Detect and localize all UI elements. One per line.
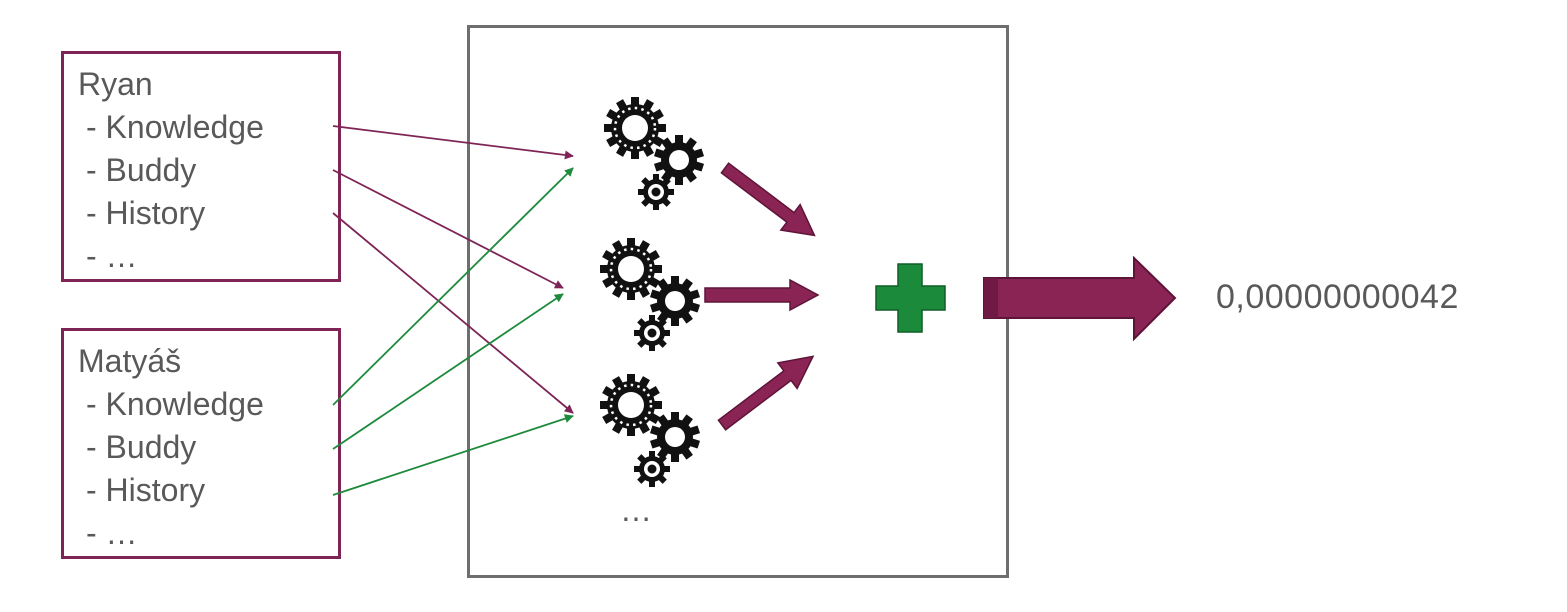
- feature-buddy: - Buddy: [86, 429, 197, 465]
- person-box-ryan: Ryan - Knowledge - Buddy - History - …: [61, 51, 341, 282]
- feature-more: - …: [86, 238, 138, 274]
- link-ryan-buddy: [332, 169, 564, 289]
- feature-knowledge: - Knowledge: [86, 386, 264, 422]
- feature-history: - History: [86, 195, 206, 231]
- block-arrow-2: [704, 278, 820, 312]
- gears-icon-3: [599, 373, 701, 487]
- person-box-matyas: Matyáš - Knowledge - Buddy - History - …: [61, 328, 341, 559]
- feature-history: - History: [86, 472, 206, 508]
- output-arrow: [983, 255, 1177, 342]
- gears-icon-2: [599, 237, 701, 351]
- link-matyas-history: [332, 414, 574, 496]
- feature-more: - …: [86, 515, 138, 551]
- plus-icon: [875, 263, 946, 333]
- block-arrow-3: [717, 355, 815, 431]
- feature-buddy: - Buddy: [86, 152, 197, 188]
- output-arrow-tail: [984, 278, 998, 318]
- person-name: Ryan: [78, 66, 153, 102]
- link-ryan-knowledge: [332, 125, 574, 160]
- feature-knowledge: - Knowledge: [86, 109, 264, 145]
- gears-icon-1: [603, 96, 705, 210]
- person-name: Matyáš: [78, 343, 182, 379]
- more-models-ellipsis: …: [620, 492, 652, 528]
- link-ryan-history: [332, 212, 574, 414]
- output-value: 0,00000000042: [1216, 278, 1459, 316]
- block-arrow-1: [720, 162, 816, 237]
- link-matyas-knowledge: [332, 167, 574, 406]
- link-matyas-buddy: [332, 293, 564, 450]
